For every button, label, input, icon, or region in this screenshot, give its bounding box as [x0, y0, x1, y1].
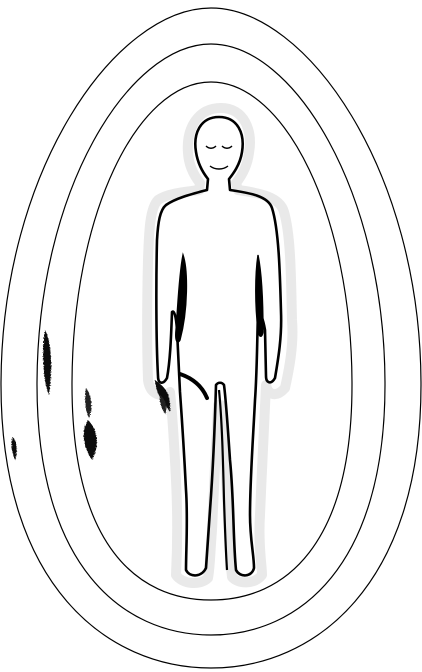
hand-stroke [180, 374, 207, 398]
aura-mark-middle-upper [43, 330, 51, 395]
human-figure [147, 108, 292, 583]
right-arm-gap [256, 255, 263, 336]
body-halo [147, 108, 292, 583]
left-eye [206, 146, 216, 148]
right-eye [222, 146, 232, 148]
mouth [210, 166, 228, 169]
left-arm-gap [176, 255, 187, 342]
aura-mark-outer-left [12, 437, 17, 460]
aura-mark-middle-lower-1 [85, 388, 91, 418]
aura-mark-middle-lower-2 [84, 420, 97, 460]
